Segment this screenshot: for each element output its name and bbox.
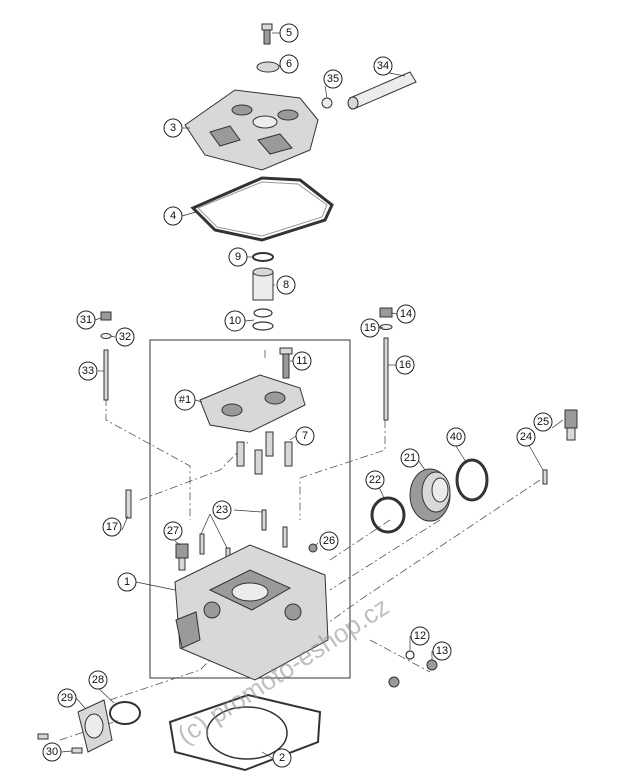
callout-10: 10 bbox=[224, 310, 246, 332]
callout-label: 35 bbox=[327, 73, 339, 85]
callout-3: 3 bbox=[163, 118, 183, 138]
callout-21: 21 bbox=[400, 448, 420, 468]
camshaft-carrier-part bbox=[199, 374, 306, 433]
callout-label: 3 bbox=[170, 122, 176, 134]
callout-label: 5 bbox=[286, 27, 292, 39]
intake-clamp-part bbox=[370, 496, 406, 534]
callout-label: #1 bbox=[179, 394, 191, 406]
callout-label: 23 bbox=[216, 504, 228, 516]
o-ring-part bbox=[252, 252, 274, 262]
callout-5: 5 bbox=[279, 23, 299, 43]
right-stud-part bbox=[379, 307, 393, 421]
callout-22: 22 bbox=[365, 470, 385, 490]
callout-label: 2 bbox=[279, 752, 285, 764]
callout-label: 6 bbox=[286, 58, 292, 70]
callout-label: 29 bbox=[61, 692, 73, 704]
callout-9: 9 bbox=[228, 247, 248, 267]
callout-label: 33 bbox=[82, 365, 94, 377]
callout-23: 23 bbox=[212, 500, 232, 520]
callout-24: 24 bbox=[516, 427, 536, 447]
head-gasket-part bbox=[168, 693, 322, 772]
callout-35: 35 bbox=[323, 69, 343, 89]
hose-clamp-part bbox=[321, 97, 333, 109]
exhaust-studs-part bbox=[37, 733, 83, 754]
callout-32: 32 bbox=[115, 327, 135, 347]
callout-17: 17 bbox=[102, 517, 122, 537]
breather-hose-part bbox=[347, 71, 417, 110]
intake-flange-part bbox=[409, 468, 451, 522]
callout-13: 13 bbox=[432, 641, 452, 661]
plug-screws-part bbox=[388, 659, 438, 688]
callout-7: 7 bbox=[295, 426, 315, 446]
callout-11: 11 bbox=[292, 351, 312, 371]
callout-25: 25 bbox=[533, 412, 553, 432]
callout-label: 21 bbox=[404, 452, 416, 464]
callout-28: 28 bbox=[88, 670, 108, 690]
callout-40: 40 bbox=[446, 427, 466, 447]
temperature-sensor-part bbox=[175, 543, 189, 571]
callout-label: 25 bbox=[537, 416, 549, 428]
callout-label: 34 bbox=[377, 60, 389, 72]
clamp-ring-part bbox=[455, 458, 489, 502]
callout-label: 9 bbox=[235, 251, 241, 263]
callout-label: 26 bbox=[323, 535, 335, 547]
callout-label: 17 bbox=[106, 521, 118, 533]
callout-label: 11 bbox=[296, 355, 307, 367]
valve-cover-part bbox=[184, 89, 319, 171]
small-bolt-part bbox=[125, 489, 132, 519]
callout-label: 1 bbox=[124, 576, 130, 588]
callout-6: 6 bbox=[279, 54, 299, 74]
callout-26: 26 bbox=[319, 531, 339, 551]
callout-label: 16 bbox=[399, 359, 411, 371]
callout-label: 32 bbox=[119, 331, 131, 343]
assembly-lines bbox=[59, 350, 541, 741]
callout-hash-1: #1 bbox=[174, 389, 196, 411]
camshaft-bolt-part bbox=[279, 347, 293, 379]
callout-label: 30 bbox=[46, 746, 58, 758]
bolt-part bbox=[261, 23, 273, 45]
callout-label: 40 bbox=[450, 431, 462, 443]
callout-34: 34 bbox=[373, 56, 393, 76]
valve-cover-gasket-part bbox=[190, 176, 334, 242]
callout-label: 15 bbox=[364, 322, 376, 334]
callout-label: 13 bbox=[436, 645, 448, 657]
callout-label: 24 bbox=[520, 431, 532, 443]
callout-12: 12 bbox=[410, 626, 430, 646]
connector-sensor-part bbox=[564, 409, 578, 441]
callout-27: 27 bbox=[163, 521, 183, 541]
callout-15: 15 bbox=[360, 318, 380, 338]
cylinder-head-part bbox=[174, 544, 329, 681]
callout-30: 30 bbox=[42, 742, 62, 762]
callout-2: 2 bbox=[272, 748, 292, 768]
seal-washer-part bbox=[256, 61, 280, 73]
callout-29: 29 bbox=[57, 688, 77, 708]
callout-1: 1 bbox=[117, 572, 137, 592]
exhaust-flange-part bbox=[77, 699, 113, 753]
callout-label: 22 bbox=[369, 474, 381, 486]
callout-label: 31 bbox=[80, 314, 92, 326]
callout-label: 7 bbox=[302, 430, 308, 442]
callout-31: 31 bbox=[76, 310, 96, 330]
callout-8: 8 bbox=[276, 275, 296, 295]
left-stud-part bbox=[100, 311, 112, 401]
callout-label: 14 bbox=[400, 308, 412, 320]
valve-lifters-part bbox=[236, 431, 293, 475]
o-rings-lower-part bbox=[252, 308, 274, 331]
callout-label: 8 bbox=[283, 279, 289, 291]
callout-33: 33 bbox=[78, 361, 98, 381]
small-o-ring-part bbox=[405, 650, 415, 660]
callout-14: 14 bbox=[396, 304, 416, 324]
sensor-bolt-part bbox=[542, 469, 548, 485]
callout-4: 4 bbox=[163, 206, 183, 226]
callout-label: 12 bbox=[414, 630, 426, 642]
spark-plug-tube-part bbox=[252, 267, 274, 301]
callout-label: 27 bbox=[167, 525, 179, 537]
callout-label: 28 bbox=[92, 674, 104, 686]
callout-label: 10 bbox=[229, 315, 241, 327]
exhaust-gasket-part bbox=[109, 701, 141, 725]
callout-16: 16 bbox=[395, 355, 415, 375]
callout-label: 4 bbox=[170, 210, 176, 222]
